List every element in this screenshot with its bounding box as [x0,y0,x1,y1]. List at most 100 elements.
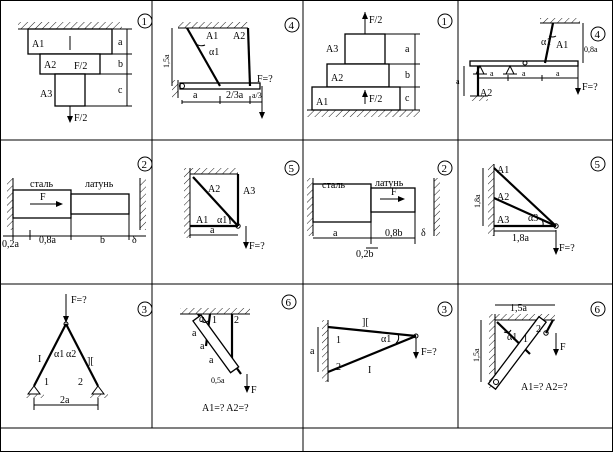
svg-text:0,2a: 0,2a [2,239,20,250]
variant-badge: 6 [281,294,297,310]
svg-text:c: c [118,85,123,96]
variant-badge: 2 [137,156,153,172]
svg-text:5: 5 [289,163,295,175]
svg-text:F=?: F=? [559,243,575,254]
svg-text:1: 1 [212,315,217,326]
svg-text:6: 6 [595,304,601,316]
svg-text:F/2: F/2 [369,15,382,26]
svg-text:I: I [38,354,41,365]
svg-text:δ: δ [421,228,426,239]
diagram-cell-5a: A2 A3 A1 α1 a F=? [184,168,265,252]
svg-text:a: a [209,355,214,366]
svg-text:F/2: F/2 [74,61,87,72]
diagram-cell-4a: A1 A2 α1 1,5a F=? a 2/3a a/3 [162,22,273,119]
svg-text:2: 2 [234,315,239,326]
svg-text:δ: δ [132,235,137,246]
svg-text:α1: α1 [54,349,64,360]
svg-text:A1: A1 [497,165,509,176]
svg-text:b: b [118,59,123,70]
svg-text:A3: A3 [326,44,338,55]
svg-text:F=?: F=? [249,241,265,252]
diagram-cell-4b: α1 A1 0,8a a a a a A2 F=? [456,18,598,101]
svg-text:α1: α1 [209,47,219,58]
svg-text:1: 1 [336,335,341,346]
diagram-cell-1b: F/2 A3 A2 A1 F/2 a b c [307,12,420,117]
svg-text:3: 3 [142,304,148,316]
svg-text:4: 4 [595,29,601,41]
diagram-cell-6a: α 1 2 a a a 0,5a F A1=? A2=? [180,308,257,414]
diagram-cell-5b: A1 A2 A3 α3 1,8a 1,8a F=? [473,164,575,255]
diagram-cell-3a: F=? α1 α2 I ][ 1 2 2a [24,294,108,410]
svg-text:сталь: сталь [322,180,345,191]
svg-text:1: 1 [442,16,448,28]
diagram-cell-2b: F сталь латунь a 0,8b δ 0,2b [307,178,440,260]
svg-text:F: F [560,342,566,353]
svg-text:a: a [200,341,205,352]
svg-text:α1: α1 [381,334,391,345]
svg-text:1: 1 [142,16,148,28]
variant-badge: 5 [284,160,300,176]
diagram-cell-1a: A1 A2 A3 F/2 F/2 a b c [18,22,132,124]
diagram-cell-6b: 1,5a α1 1 2 F 1,5a A1=? A2=? [472,303,568,393]
svg-text:6: 6 [286,297,292,309]
svg-text:b: b [405,70,410,81]
svg-text:A2: A2 [480,88,492,99]
svg-text:F=?: F=? [71,295,87,306]
svg-text:A2: A2 [331,73,343,84]
svg-text:a: a [210,225,215,236]
svg-text:2: 2 [536,324,541,335]
svg-text:A1: A1 [196,215,208,226]
svg-text:a: a [118,37,123,48]
variant-badge: 1 [437,13,453,29]
diagram-cell-2a: F сталь латунь 0,2a 0,8a b δ [2,178,146,250]
svg-text:2: 2 [142,159,148,171]
svg-text:α: α [199,314,205,325]
svg-text:3: 3 [442,304,448,316]
svg-text:1: 1 [44,377,49,388]
svg-text:a: a [490,69,494,78]
svg-text:0,8a: 0,8a [584,45,598,54]
svg-text:F: F [40,192,46,203]
variant-badge: 4 [284,17,300,33]
svg-text:a: a [193,90,198,101]
svg-text:α1: α1 [217,215,227,226]
svg-text:латунь: латунь [375,178,404,189]
svg-text:1: 1 [523,334,528,345]
svg-text:a: a [405,44,410,55]
svg-text:b: b [100,235,105,246]
svg-text:2: 2 [336,362,341,373]
variant-badge: 3 [437,301,453,317]
svg-text:1,5a: 1,5a [510,303,528,314]
svg-text:α1: α1 [507,332,517,343]
svg-text:A3: A3 [40,89,52,100]
variant-badge: 2 [437,160,453,176]
svg-text:2: 2 [78,377,83,388]
svg-text:][: ][ [362,317,369,328]
svg-text:a: a [192,328,197,339]
svg-text:A2: A2 [208,184,220,195]
svg-text:A1=? A2=?: A1=? A2=? [202,403,249,414]
variant-badge: 3 [137,301,153,317]
svg-text:a/3: a/3 [252,91,262,100]
svg-text:a: a [333,228,338,239]
svg-text:a: a [522,69,526,78]
svg-text:α1: α1 [541,37,551,48]
svg-text:A1: A1 [32,39,44,50]
svg-text:F=?: F=? [582,82,598,93]
variant-badge: 6 [590,301,606,317]
variant-badge: 4 [590,26,606,42]
svg-text:1,8a: 1,8a [512,233,530,244]
svg-text:a: a [310,346,315,357]
svg-text:A2: A2 [497,192,509,203]
svg-text:0,8b: 0,8b [385,228,403,239]
svg-text:A2: A2 [44,60,56,71]
svg-text:5: 5 [595,159,601,171]
svg-text:a: a [456,77,460,86]
svg-text:F: F [391,187,397,198]
svg-text:c: c [405,93,410,104]
svg-text:0,5a: 0,5a [211,376,225,385]
svg-text:A1: A1 [316,97,328,108]
svg-text:A3: A3 [243,186,255,197]
svg-text:2: 2 [442,163,448,175]
